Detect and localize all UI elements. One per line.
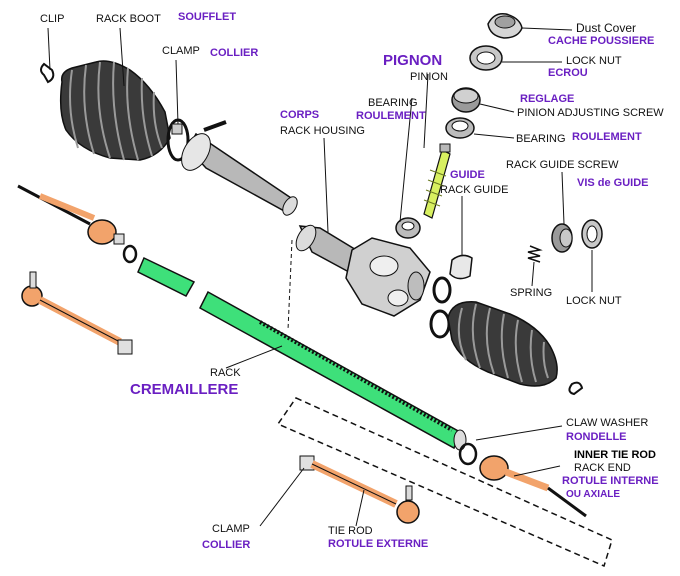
small-bolt	[203, 120, 227, 132]
clip-part	[40, 62, 55, 84]
tie-rod-right	[299, 455, 420, 524]
label-rack: RACK	[210, 367, 241, 379]
label-corps: CORPS	[280, 109, 320, 121]
label-claw-washer: CLAW WASHER	[566, 417, 649, 429]
label-collier-bottom: COLLIER	[202, 539, 251, 551]
label-spring: SPRING	[510, 287, 553, 299]
left-rack-boot	[59, 60, 171, 161]
label-guide-fr: GUIDE	[450, 169, 485, 181]
label-pignon: PIGNON	[383, 52, 443, 69]
label-clip: CLIP	[40, 13, 65, 25]
label-rack-guide-screw: RACK GUIDE SCREW	[506, 159, 619, 171]
label-ou-axiale: OU AXIALE	[566, 489, 621, 500]
clamp-part-right	[429, 276, 452, 339]
right-rack-boot	[447, 301, 558, 387]
bearing-right-part	[445, 117, 475, 139]
label-pinion: PINION	[410, 71, 448, 83]
label-rack-housing: RACK HOUSING	[280, 125, 365, 137]
label-vis-de-guide: VIS de GUIDE	[577, 177, 649, 189]
label-cache-poussiere: CACHE POUSSIERE	[548, 35, 655, 47]
label-rack-boot: RACK BOOT	[96, 13, 161, 25]
lock-nut-top-part	[469, 45, 503, 71]
leader-lines	[47, 27, 593, 527]
label-dust-cover: Dust Cover	[576, 21, 637, 35]
housing-left-tube	[181, 132, 298, 216]
label-inner-tie-rod: INNER TIE ROD	[574, 449, 656, 461]
rack-main	[199, 290, 467, 451]
label-rondelle: RONDELLE	[566, 431, 627, 443]
rack-guide-screw-part	[551, 223, 573, 253]
pinion-shaft-part	[423, 143, 451, 219]
label-rack-end: RACK END	[574, 462, 631, 474]
label-cremaillere: CREMAILLERE	[130, 381, 239, 398]
label-roulement-right: ROULEMENT	[572, 131, 642, 143]
tie-rod-left	[21, 271, 133, 355]
inner-tie-rod-left	[17, 184, 138, 264]
label-lock-nut-bottom: LOCK NUT	[566, 295, 622, 307]
tie-rod-group-box	[276, 397, 613, 568]
pinion-adjusting-screw-part	[451, 87, 481, 113]
inner-tie-rod-right	[479, 455, 587, 518]
label-clamp-top: CLAMP	[162, 45, 200, 57]
label-reglage: REGLAGE	[520, 93, 575, 105]
label-rotule-externe: ROTULE EXTERNE	[328, 538, 429, 550]
rack-guide-part	[449, 254, 473, 280]
lock-nut-bottom-part	[581, 219, 603, 249]
label-tie-rod: TIE ROD	[328, 525, 373, 537]
label-pinion-adjusting-screw: PINION ADJUSTING SCREW	[517, 107, 664, 119]
rack-green-short	[137, 256, 196, 297]
dust-cover-part	[487, 12, 523, 39]
label-bearing-right: BEARING	[516, 133, 566, 145]
label-lock-nut-top: LOCK NUT	[566, 55, 622, 67]
claw-washer-part	[458, 442, 478, 466]
bearing-lower-part	[395, 217, 421, 239]
label-roulement-top: ROULEMENT	[356, 110, 426, 122]
spring-part	[527, 245, 543, 263]
label-rotule-interne: ROTULE INTERNE	[562, 475, 659, 487]
rack-housing-body	[295, 224, 431, 317]
label-collier-top: COLLIER	[210, 47, 259, 59]
label-bearing-top: BEARING	[368, 97, 418, 109]
clip-part-right	[568, 381, 584, 396]
label-clamp-bottom: CLAMP	[212, 523, 250, 535]
label-ecrou: ECROU	[548, 67, 588, 79]
label-rack-guide: RACK GUIDE	[440, 184, 509, 196]
label-soufflet: SOUFFLET	[178, 11, 237, 23]
